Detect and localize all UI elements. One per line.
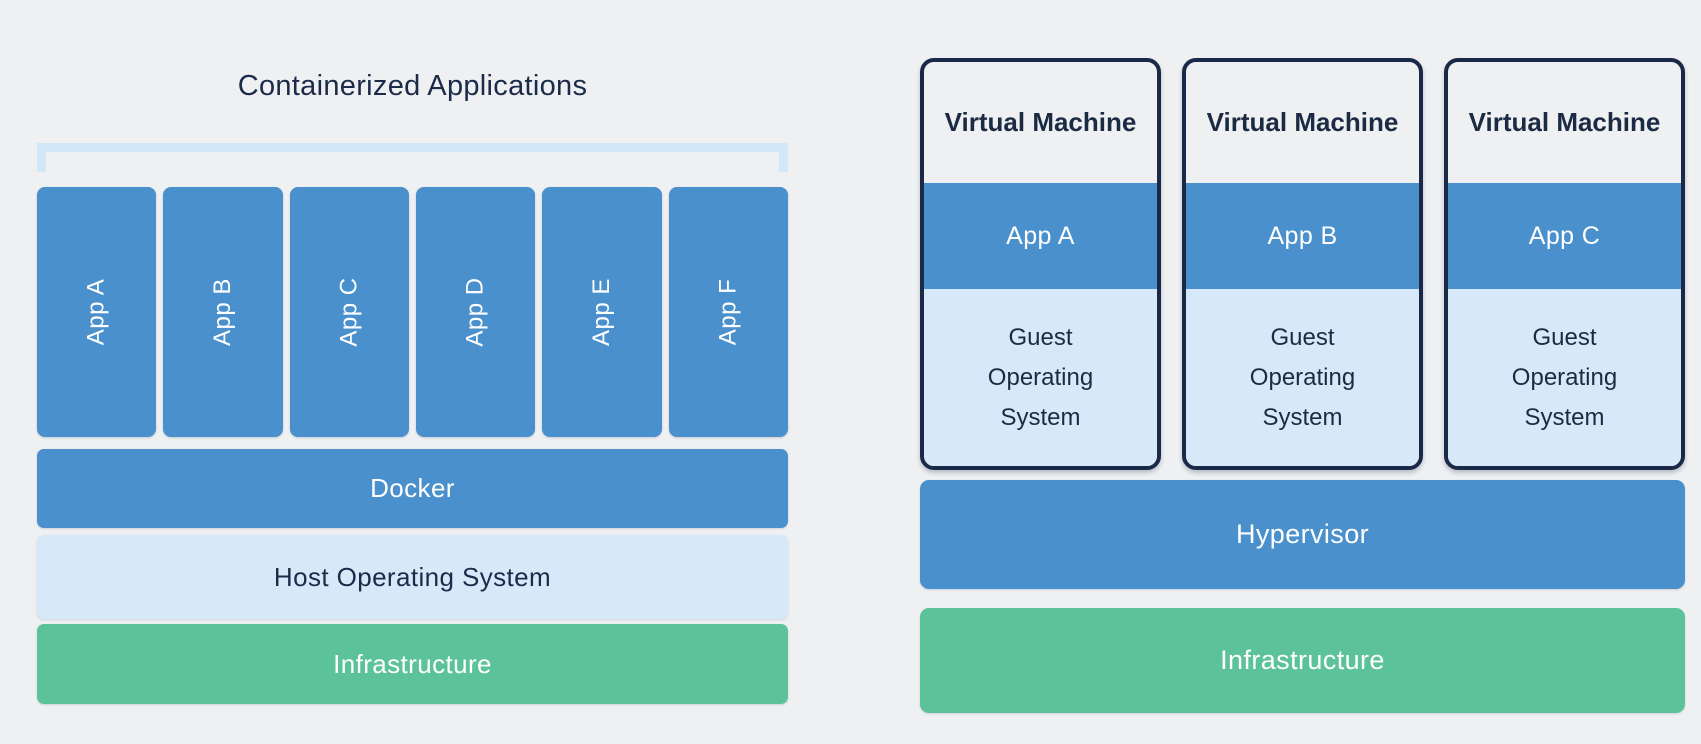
container-app-label: App C — [335, 277, 363, 347]
vm-guest-os: Guest Operating System — [1448, 289, 1681, 466]
container-app-label: App D — [461, 277, 489, 347]
container-app-label: App F — [714, 278, 742, 346]
vm-app-band: App B — [1186, 183, 1419, 289]
containers-panel: Containerized Applications App A App B A… — [37, 0, 788, 744]
container-app-box: App E — [542, 187, 662, 437]
vm-title: Virtual Machine — [944, 107, 1137, 137]
container-app-label: App A — [82, 278, 110, 346]
host-os-layer: Host Operating System — [37, 535, 788, 619]
container-app-box: App C — [289, 187, 409, 437]
container-app-box: App F — [668, 187, 788, 437]
vm-guest-os: Guest Operating System — [924, 289, 1157, 466]
infrastructure-layer-right: Infrastructure — [920, 608, 1685, 713]
vm-box: Virtual Machine App A Guest Operating Sy… — [920, 58, 1161, 470]
vm-guest-os: Guest Operating System — [1186, 289, 1419, 466]
container-app-label: App B — [208, 278, 236, 346]
vm-guest-os-label: Guest Operating System — [1249, 323, 1356, 431]
vm-box: Virtual Machine App C Guest Operating Sy… — [1444, 58, 1685, 470]
vm-app-band: App A — [924, 183, 1157, 289]
container-app-box: App D — [415, 187, 536, 437]
vm-title: Virtual Machine — [1206, 107, 1399, 137]
infrastructure-layer-left: Infrastructure — [37, 624, 788, 704]
docker-layer: Docker — [37, 449, 788, 528]
container-app-box: App A — [37, 187, 157, 437]
container-app-box: App B — [163, 187, 283, 437]
container-app-label: App E — [587, 278, 615, 346]
container-apps-row: App A App B App C App D App E App F — [37, 187, 788, 437]
containers-group-bracket — [37, 143, 788, 172]
containers-panel-title: Containerized Applications — [237, 70, 588, 102]
vm-guest-os-label: Guest Operating System — [987, 323, 1094, 431]
virtual-machines-panel: Virtual Machine App A Guest Operating Sy… — [920, 0, 1685, 744]
vm-title: Virtual Machine — [1468, 107, 1661, 137]
hypervisor-layer: Hypervisor — [920, 480, 1685, 589]
vm-guest-os-label: Guest Operating System — [1511, 323, 1618, 431]
vm-box: Virtual Machine App B Guest Operating Sy… — [1182, 58, 1423, 470]
vm-app-band: App C — [1448, 183, 1681, 289]
vm-row: Virtual Machine App A Guest Operating Sy… — [920, 58, 1685, 470]
